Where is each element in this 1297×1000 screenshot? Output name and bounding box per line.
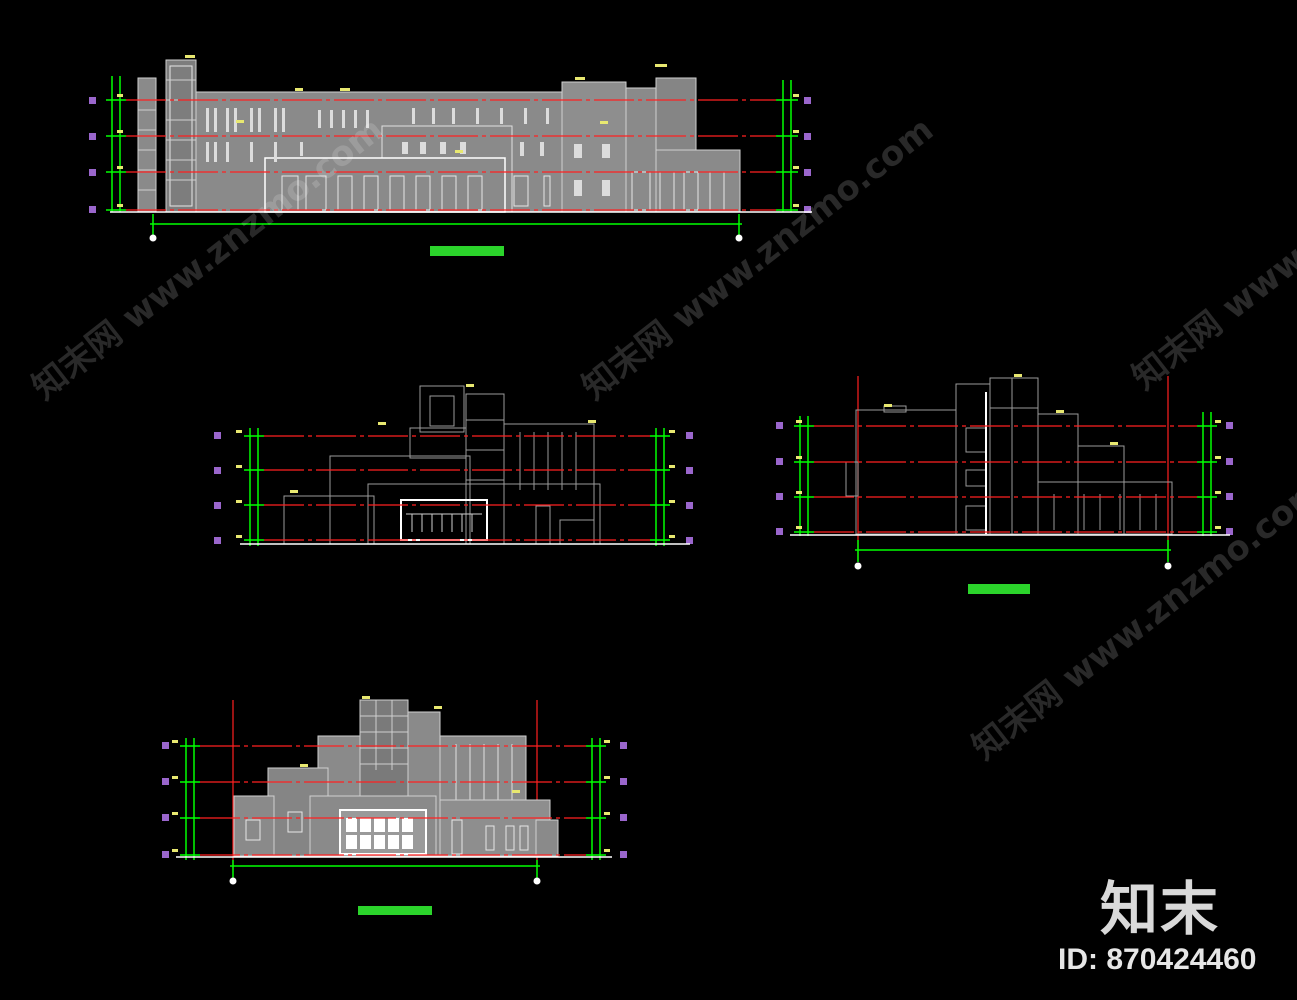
dimension-lines-right — [1197, 412, 1217, 536]
brand-watermark: 知末 — [1100, 875, 1221, 943]
dimension-lines-right — [650, 428, 670, 546]
building-outline-3 — [845, 377, 1173, 535]
level-lines — [126, 99, 776, 211]
level-lines — [264, 435, 650, 541]
dimension-lines-left — [244, 428, 264, 546]
building-facade-4 — [233, 699, 559, 857]
building-facade-1 — [137, 59, 741, 213]
elevation-tags — [117, 55, 799, 207]
elevation-drawing-1 — [89, 55, 812, 256]
level-markers — [162, 742, 627, 858]
axis-bubble — [149, 234, 157, 242]
dimension-lines-right — [776, 80, 798, 212]
level-lines — [814, 425, 1197, 533]
axis-bubble — [229, 877, 237, 885]
dimension-lines-left — [180, 738, 200, 860]
elevation-tags — [236, 384, 675, 538]
axis-bubble — [1164, 562, 1172, 570]
axis-dimension — [230, 860, 540, 878]
window-mullions — [406, 513, 482, 532]
dimension-lines-left — [794, 416, 814, 536]
axis-bubble — [854, 562, 862, 570]
level-markers — [214, 432, 693, 544]
elevation-drawing-3 — [776, 374, 1233, 594]
axis-bubble — [533, 877, 541, 885]
axis-dimension — [150, 214, 742, 236]
elevation-tags — [796, 374, 1221, 529]
drawing-title-bar — [358, 906, 432, 915]
dimension-lines-right — [586, 738, 606, 860]
highlighted-window-frame — [400, 499, 488, 541]
level-lines — [200, 745, 586, 856]
drawing-title-bar — [430, 246, 504, 256]
elevation-drawing-4 — [162, 696, 627, 915]
drawing-title-bar — [968, 584, 1030, 594]
axis-dimension — [855, 540, 1171, 562]
elevation-tags — [172, 696, 610, 852]
axis-bubble — [735, 234, 743, 242]
level-markers — [776, 422, 1233, 535]
image-id-label: ID: 870424460 — [1058, 943, 1257, 976]
elevation-drawing-2 — [214, 384, 693, 546]
level-markers — [89, 97, 811, 213]
dimension-lines-left — [106, 76, 126, 212]
